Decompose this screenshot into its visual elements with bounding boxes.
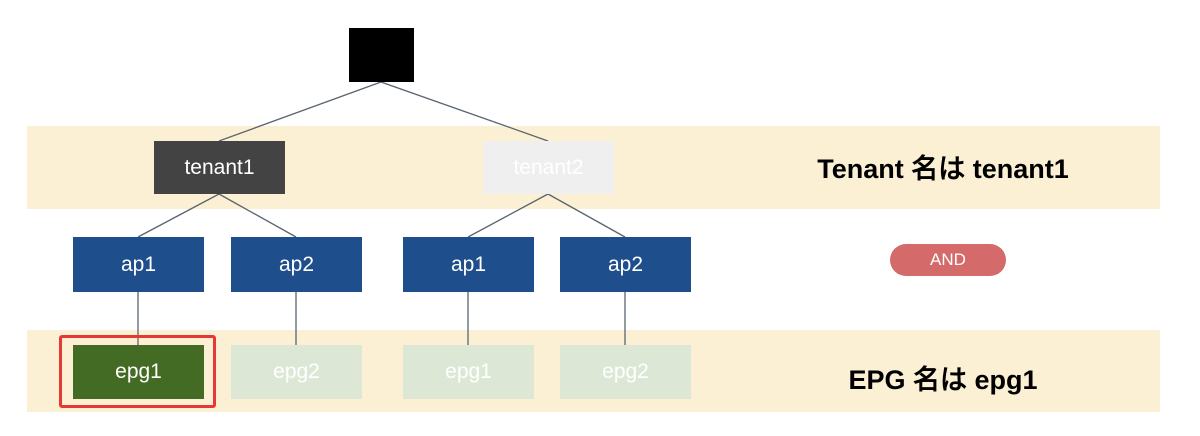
connector-tenant2-ap1 [467,193,549,238]
tenant-node-tenant2: tenant2 [483,141,614,194]
connector-tenant2-ap2 [547,193,626,238]
tenant-condition-label: Tenant 名は tenant1 [817,153,1069,184]
epg-condition-label: EPG 名は epg1 [848,364,1038,395]
epg-node: epg2 [560,345,691,399]
epg-node-selected: epg1 [73,345,204,399]
ap-node: ap1 [73,237,204,292]
connector-root-tenant2 [380,81,549,142]
connector-tenant1-ap2 [218,193,297,238]
epg-node: epg1 [403,345,534,399]
connector-tenant1-ap1 [137,193,220,238]
ap-node: ap1 [403,237,534,292]
connector-root-tenant1 [218,81,382,142]
epg-node: epg2 [231,345,362,399]
selected-epg-highlight [59,335,216,408]
tenant-node-tenant1: tenant1 [154,141,285,194]
root-node [349,28,414,82]
ap-node: ap2 [560,237,691,292]
ap-node: ap2 [231,237,362,292]
and-operator-badge: AND [890,244,1006,276]
